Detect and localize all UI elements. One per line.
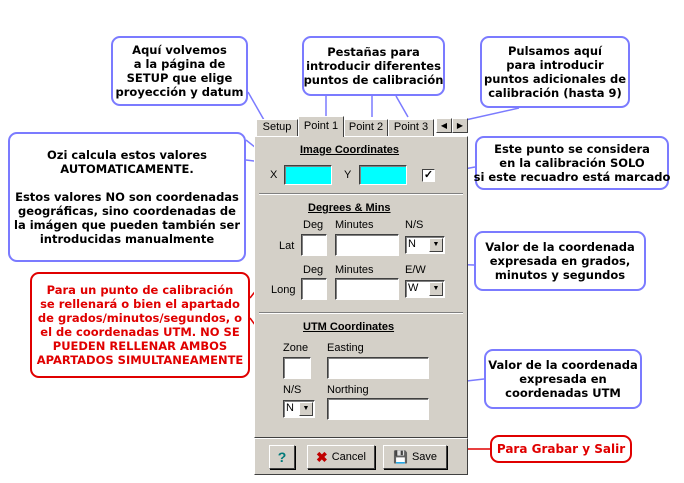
callout-line: la imágen que pueden también ser bbox=[14, 218, 240, 232]
zone-label: Zone bbox=[283, 342, 309, 354]
callout-line: PUEDEN RELLENAR AMBOS bbox=[52, 339, 228, 353]
callout-warning: Para un punto de calibración se rellenar… bbox=[30, 272, 250, 378]
callout-more-points-info: Pulsamos aquí para introducir puntos adi… bbox=[480, 36, 630, 108]
lat-minutes-label: Minutes bbox=[335, 219, 374, 231]
callout-line: proyección y datum bbox=[115, 85, 244, 99]
lat-hemisphere-select[interactable]: N ▼ bbox=[405, 236, 445, 254]
long-degrees-input[interactable] bbox=[301, 278, 327, 300]
save-label: Save bbox=[411, 451, 438, 463]
tab-setup[interactable]: Setup bbox=[256, 119, 298, 136]
callout-line: Pulsamos aquí bbox=[507, 44, 602, 58]
callout-line: Valor de la coordenada bbox=[485, 240, 635, 254]
help-button[interactable]: ? bbox=[269, 445, 295, 469]
utm-hemisphere-value: N bbox=[286, 402, 294, 414]
chevron-down-icon[interactable]: ▼ bbox=[429, 282, 443, 296]
callout-line: expresada en bbox=[519, 372, 607, 386]
utm-coordinates-title: UTM Coordinates bbox=[303, 321, 395, 333]
callout-line: a la página de bbox=[133, 57, 226, 71]
callout-line: expresada en grados, bbox=[489, 254, 631, 268]
callout-line: el de coordenadas UTM. NO SE bbox=[40, 325, 240, 339]
callout-line: SETUP que elige bbox=[126, 71, 233, 85]
long-minutes-label: Minutes bbox=[335, 264, 374, 276]
help-icon: ? bbox=[277, 449, 287, 465]
tab-point-1[interactable]: Point 1 bbox=[298, 116, 344, 137]
long-hemisphere-value: W bbox=[408, 282, 419, 294]
callout-save-info: Para Grabar y Salir bbox=[490, 435, 632, 463]
callout-line: minutos y segundos bbox=[494, 268, 626, 282]
callout-degrees-info: Valor de la coordenada expresada en grad… bbox=[474, 231, 646, 291]
chevron-down-icon[interactable]: ▼ bbox=[429, 238, 443, 252]
callout-line: Para Grabar y Salir bbox=[496, 442, 626, 456]
ns-label: N/S bbox=[405, 219, 424, 231]
point-panel: Image Coordinates X Y ✓ Degrees & Mins D… bbox=[254, 136, 468, 438]
degrees-mins-title: Degrees & Mins bbox=[308, 202, 391, 214]
callout-line: se rellenará o bien el apartado bbox=[40, 297, 240, 311]
callout-line: geográficas, sino coordenadas de bbox=[18, 204, 236, 218]
tab-point-3[interactable]: Point 3 bbox=[388, 119, 434, 136]
callout-line: Ozi calcula estos valores bbox=[47, 148, 207, 162]
callout-line: en la calibración SOLO bbox=[499, 156, 645, 170]
close-icon: ✖ bbox=[316, 448, 328, 465]
chevron-down-icon[interactable]: ▼ bbox=[299, 402, 313, 416]
long-label: Long bbox=[271, 284, 296, 296]
ew-label: E/W bbox=[405, 264, 426, 276]
image-coordinates-title: Image Coordinates bbox=[300, 144, 400, 156]
callout-line: Este punto se considera bbox=[494, 142, 650, 156]
y-label: Y bbox=[344, 169, 352, 181]
callout-line: introducidas manualmente bbox=[39, 232, 215, 246]
utm-hemisphere-select[interactable]: N ▼ bbox=[283, 400, 315, 418]
separator bbox=[259, 193, 463, 195]
cancel-button[interactable]: ✖ Cancel bbox=[307, 445, 375, 469]
save-button[interactable]: 💾 Save bbox=[383, 445, 447, 469]
x-label: X bbox=[270, 169, 278, 181]
utm-easting-input[interactable] bbox=[327, 357, 429, 379]
tab-point-2[interactable]: Point 2 bbox=[344, 119, 388, 136]
lat-deg-label: Deg bbox=[303, 219, 324, 231]
button-bar: ? ✖ Cancel 💾 Save bbox=[254, 438, 468, 475]
lat-degrees-input[interactable] bbox=[301, 234, 327, 256]
utm-northing-input[interactable] bbox=[327, 398, 429, 420]
easting-label: Easting bbox=[327, 342, 364, 354]
callout-tabs-info: Pestañas para introducir diferentes punt… bbox=[302, 36, 445, 96]
long-deg-label: Deg bbox=[303, 264, 324, 276]
callout-line: AUTOMATICAMENTE. bbox=[60, 162, 194, 176]
callout-line: Para un punto de calibración bbox=[46, 283, 234, 297]
callout-setup-info: Aquí volvemos a la página de SETUP que e… bbox=[111, 36, 248, 106]
utm-ns-label: N/S bbox=[283, 384, 302, 396]
tab-strip: Setup Point 1 Point 2 Point 3 ◀ ▶ bbox=[254, 116, 468, 137]
lat-minutes-input[interactable] bbox=[335, 234, 399, 256]
callout-checkbox-info: Este punto se considera en la calibració… bbox=[473, 136, 671, 190]
cancel-label: Cancel bbox=[331, 451, 366, 463]
calibration-dialog: Setup Point 1 Point 2 Point 3 ◀ ▶ Image … bbox=[254, 116, 468, 475]
callout-line: si este recuadro está marcado bbox=[473, 170, 671, 184]
callout-line: coordenadas UTM bbox=[505, 386, 621, 400]
long-minutes-input[interactable] bbox=[335, 278, 399, 300]
lat-label: Lat bbox=[279, 240, 295, 252]
callout-image-coords-info: Ozi calcula estos valores AUTOMATICAMENT… bbox=[8, 132, 246, 262]
tab-scroll-left-icon[interactable]: ◀ bbox=[436, 118, 452, 133]
floppy-disk-icon: 💾 bbox=[392, 450, 408, 464]
callout-line: APARTADOS SIMULTANEAMENTE bbox=[36, 353, 244, 367]
northing-label: Northing bbox=[327, 384, 369, 396]
callout-line: Valor de la coordenada bbox=[488, 358, 638, 372]
callout-utm-info: Valor de la coordenada expresada en coor… bbox=[484, 349, 642, 409]
separator bbox=[259, 312, 463, 314]
callout-line: puntos de calibración bbox=[303, 73, 444, 87]
callout-line: para introducir bbox=[506, 58, 604, 72]
callout-line: de grados/minutos/segundos, o bbox=[37, 311, 243, 325]
image-x-input[interactable] bbox=[284, 165, 332, 185]
utm-zone-input[interactable] bbox=[283, 357, 311, 379]
callout-line: Estos valores NO son coordenadas bbox=[15, 190, 239, 204]
tab-scroll-right-icon[interactable]: ▶ bbox=[452, 118, 468, 133]
image-y-input[interactable] bbox=[359, 165, 407, 185]
use-point-checkbox[interactable]: ✓ bbox=[422, 169, 435, 182]
callout-line: Aquí volvemos bbox=[132, 43, 227, 57]
callout-line: calibración (hasta 9) bbox=[488, 86, 622, 100]
long-hemisphere-select[interactable]: W ▼ bbox=[405, 280, 445, 298]
lat-hemisphere-value: N bbox=[408, 238, 416, 250]
callout-line: Pestañas para bbox=[327, 45, 420, 59]
callout-line: introducir diferentes bbox=[306, 59, 441, 73]
callout-line: puntos adicionales de bbox=[483, 72, 626, 86]
